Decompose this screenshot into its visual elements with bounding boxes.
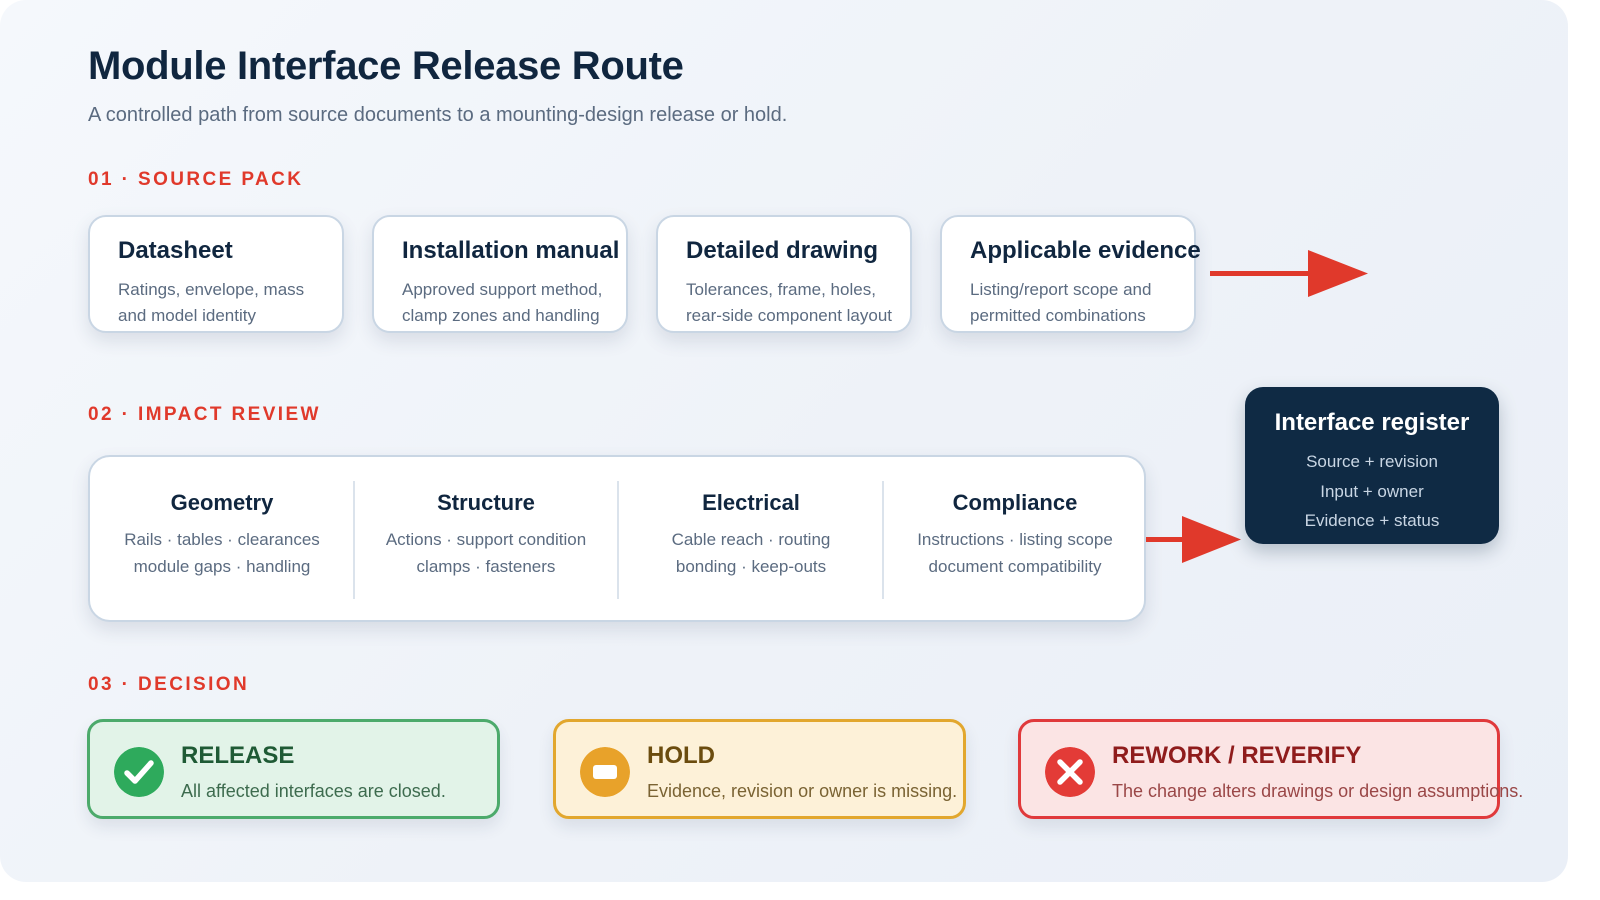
source-card-applicable-evidence: Applicable evidence Listing/report scope… xyxy=(940,215,1201,333)
source-card-desc: Listing/report scope and permitted combi… xyxy=(970,280,1152,325)
decision-desc: All affected interfaces are closed. xyxy=(181,781,446,801)
review-column-title: Structure xyxy=(437,490,535,515)
source-card-title: Detailed drawing xyxy=(686,237,879,264)
column-divider xyxy=(353,481,355,599)
review-column-title: Compliance xyxy=(952,490,1078,515)
review-column-desc: Cable reach · routing bonding · keep-out… xyxy=(671,530,831,576)
source-card-desc: Approved support method, clamp zones and… xyxy=(402,280,603,325)
decision-card-release: RELEASE All affected interfaces are clos… xyxy=(87,719,500,819)
register-line: Evidence + status xyxy=(1304,511,1440,530)
decision-title: HOLD xyxy=(647,742,715,769)
pause-icon xyxy=(580,747,630,797)
register-line: Source + revision xyxy=(1306,452,1438,471)
arrow-right-icon xyxy=(1146,516,1241,563)
section-label-review: 02 · IMPACT REVIEW xyxy=(88,404,321,425)
source-card-detailed-drawing: Detailed drawing Tolerances, frame, hole… xyxy=(656,215,912,333)
source-card-title: Applicable evidence xyxy=(970,237,1201,264)
section-label-decision: 03 · DECISION xyxy=(88,674,250,695)
diagram-canvas: Module Interface Release Route A control… xyxy=(0,0,1568,882)
review-column-geometry: Geometry Rails · tables · clearances mod… xyxy=(90,457,354,620)
column-divider xyxy=(882,481,884,599)
review-column-desc: Instructions · listing scope document co… xyxy=(917,530,1113,576)
review-column-structure: Structure Actions · support condition cl… xyxy=(354,457,618,620)
review-column-title: Electrical xyxy=(702,490,800,515)
review-column-desc: Rails · tables · clearances module gaps … xyxy=(124,530,320,576)
check-icon xyxy=(114,747,164,797)
section-label-source: 01 · SOURCE PACK xyxy=(88,169,304,190)
page-subtitle: A controlled path from source documents … xyxy=(88,104,788,126)
page-title: Module Interface Release Route xyxy=(88,44,684,88)
column-divider xyxy=(617,481,619,599)
source-card-desc: Tolerances, frame, holes, rear-side comp… xyxy=(686,280,893,325)
review-column-compliance: Compliance Instructions · listing scope … xyxy=(883,457,1147,620)
source-card-datasheet: Datasheet Ratings, envelope, mass and mo… xyxy=(88,215,344,333)
review-column-electrical: Electrical Cable reach · routing bonding… xyxy=(619,457,883,620)
decision-desc: Evidence, revision or owner is missing. xyxy=(647,781,958,801)
decision-desc: The change alters drawings or design ass… xyxy=(1112,781,1524,801)
cross-icon xyxy=(1045,747,1095,797)
source-card-desc: Ratings, envelope, mass and model identi… xyxy=(118,280,305,325)
review-column-title: Geometry xyxy=(170,490,274,515)
decision-card-hold: HOLD Evidence, revision or owner is miss… xyxy=(553,719,966,819)
register-title: Interface register xyxy=(1274,409,1470,436)
interface-register-box: Interface register Source + revision Inp… xyxy=(1245,387,1499,544)
arrow-right-icon xyxy=(1210,250,1368,297)
decision-title: RELEASE xyxy=(181,742,295,769)
source-card-title: Installation manual xyxy=(402,237,620,264)
decision-card-rework: REWORK / REVERIFY The change alters draw… xyxy=(1018,719,1523,819)
decision-title: REWORK / REVERIFY xyxy=(1112,742,1362,769)
source-card-title: Datasheet xyxy=(118,237,233,264)
impact-review-panel: Geometry Rails · tables · clearances mod… xyxy=(88,455,1146,622)
review-column-desc: Actions · support condition clamps · fas… xyxy=(385,530,587,576)
source-card-installation-manual: Installation manual Approved support met… xyxy=(372,215,628,333)
register-line: Input + owner xyxy=(1320,481,1424,501)
